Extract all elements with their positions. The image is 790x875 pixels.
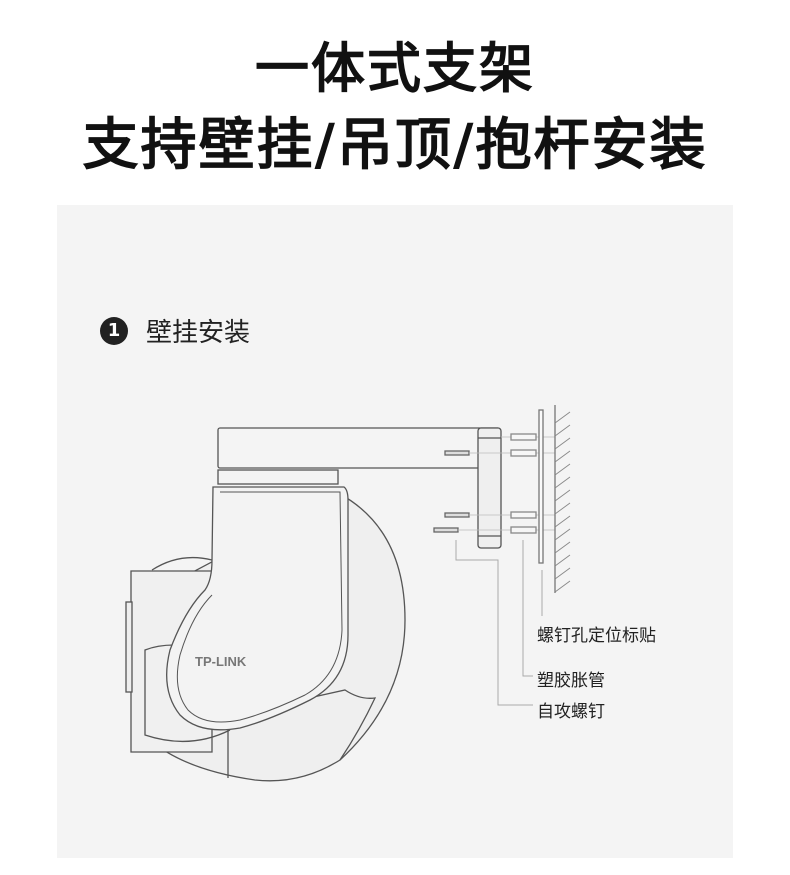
step-number-badge: 1 [100, 316, 128, 345]
bracket-arm [217, 427, 501, 469]
wall-anchors [510, 433, 537, 534]
bracket-wall-plate [477, 427, 502, 549]
mount-neck [217, 469, 339, 485]
callout-sticker: 螺钉孔定位标贴 [537, 626, 656, 646]
callout-screw: 自攻螺钉 [537, 702, 605, 722]
title-line-1: 一体式支架 [255, 37, 535, 100]
camera-arm [166, 486, 349, 731]
position-sticker [538, 409, 544, 564]
section-title: 壁挂安装 [146, 318, 251, 348]
section-heading: 1 壁挂安装 [100, 312, 250, 349]
side-panel [125, 601, 133, 693]
title-line-2: 支持壁挂/吊顶/抱杆安装 [82, 113, 708, 178]
callout-anchor: 塑胶胀管 [537, 671, 605, 691]
wall-hatching [554, 411, 571, 593]
brand-logo: TP-LINK [195, 654, 247, 669]
